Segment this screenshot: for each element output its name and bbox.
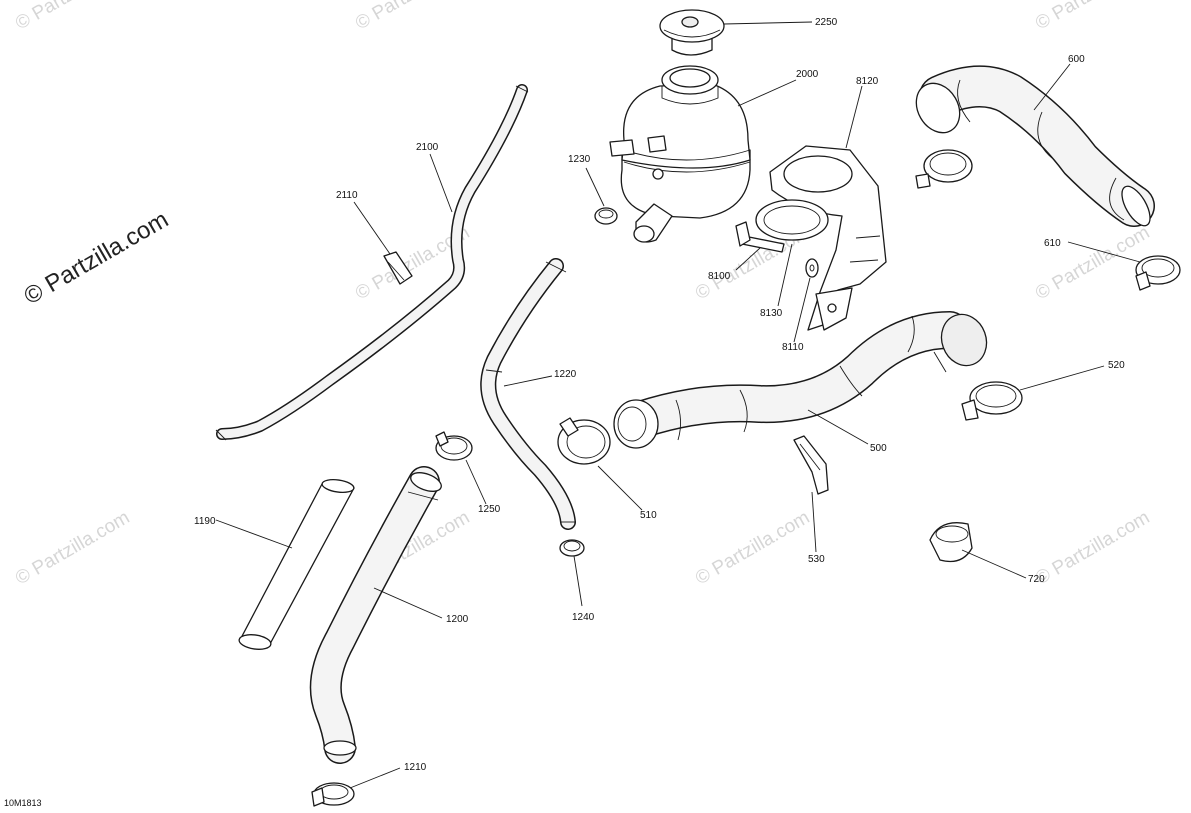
callouts: 2250 2000 8120 600 1230 2100 2110 610 81… [194,17,1125,773]
watermark: © Partzilla.com [12,0,133,34]
callout-510: 510 [640,510,657,521]
part-1230-clamp [594,207,618,225]
part-1190-tube [238,479,355,650]
callout-2000: 2000 [796,69,819,80]
part-2110-clip [383,251,413,285]
callout-1190: 1190 [194,516,216,527]
callout-1210: 1210 [404,762,427,773]
part-510-clamp [557,417,611,465]
part-8130-gasket [755,199,829,241]
callout-8130: 8130 [760,308,783,319]
watermark: © Partzilla.com [352,0,473,34]
callout-2100: 2100 [416,142,439,153]
part-8100-bolt [735,221,785,253]
part-8120-bracket [769,145,887,331]
callout-1220: 1220 [554,369,577,380]
watermark: © Partzilla.com [692,507,813,589]
part-530-strap [793,435,829,495]
diagram-reference: 10M1813 [4,798,42,808]
callout-600: 600 [1068,54,1085,65]
callout-8120: 8120 [856,76,879,87]
brand-label: © Partzilla.com [20,206,174,310]
callout-720: 720 [1028,574,1045,585]
part-1240-clamp [559,539,585,557]
callout-1230: 1230 [568,154,591,165]
part-2100-hose [215,84,529,441]
part-500-hose [613,311,988,449]
callout-530: 530 [808,554,825,565]
leader-lines [215,21,1141,789]
part-1200-tube [309,466,442,764]
callout-2110: 2110 [336,190,358,201]
part-2000-tank [609,65,751,243]
watermark: © Partzilla.com [1032,507,1153,589]
part-2250-cap [659,9,725,56]
watermark: © Partzilla.com [1032,0,1153,34]
callout-520: 520 [1108,360,1125,371]
callout-500: 500 [870,443,887,454]
part-720-clamp [929,522,973,563]
part-610-clamp-lower [1135,255,1181,291]
part-600-hose [915,65,1155,227]
callout-1250: 1250 [478,504,501,515]
part-1220-hose [480,258,576,530]
watermark: © Partzilla.com [1032,222,1153,304]
part-8110-washer [805,258,819,278]
callout-2250: 2250 [815,17,838,28]
callout-610: 610 [1044,238,1061,249]
part-1210-clamp [311,782,355,807]
callout-8110: 8110 [782,342,804,353]
watermark: © Partzilla.com [12,507,133,589]
part-1250-clamp [435,431,473,461]
callout-8100: 8100 [708,271,731,282]
callout-1240: 1240 [572,612,595,623]
callout-1200: 1200 [446,614,469,625]
part-520-clamp [961,381,1023,421]
part-610-clamp-upper [915,149,973,189]
